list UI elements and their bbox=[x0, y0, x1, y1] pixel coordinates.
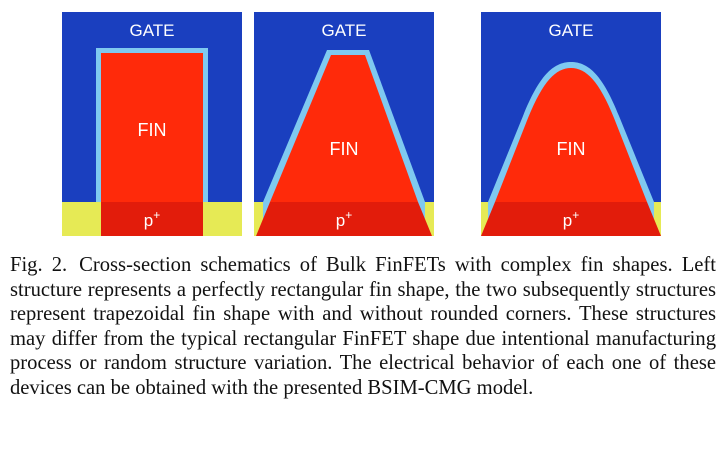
fin-label: FIN bbox=[557, 139, 586, 159]
figure-number: Fig. 2. bbox=[10, 254, 68, 276]
fin-substrate-part bbox=[256, 202, 432, 236]
fin-label: FIN bbox=[138, 120, 167, 140]
fin-body bbox=[495, 68, 647, 202]
rectangular-fin-panel: GATE FIN p+ bbox=[62, 12, 242, 236]
substrate-label: p+ bbox=[563, 208, 579, 230]
substrate-label: p+ bbox=[336, 208, 352, 230]
fin-substrate-part bbox=[481, 202, 661, 236]
gate-label: GATE bbox=[321, 21, 366, 40]
fin-substrate-part bbox=[101, 202, 203, 236]
fin-body bbox=[270, 55, 418, 202]
figure-caption: Fig. 2.Cross-section schematics of Bulk … bbox=[10, 253, 716, 401]
caption-text: Cross-section schematics of Bulk FinFETs… bbox=[10, 254, 716, 399]
fin-body bbox=[101, 53, 203, 202]
trapezoidal-fin-panel: GATE FIN p+ bbox=[254, 12, 434, 236]
substrate-label: p+ bbox=[144, 208, 160, 230]
rounded-fin-panel: GATE FIN p+ bbox=[481, 12, 661, 236]
gate-label: GATE bbox=[548, 21, 593, 40]
fin-label: FIN bbox=[330, 139, 359, 159]
gate-label: GATE bbox=[129, 21, 174, 40]
